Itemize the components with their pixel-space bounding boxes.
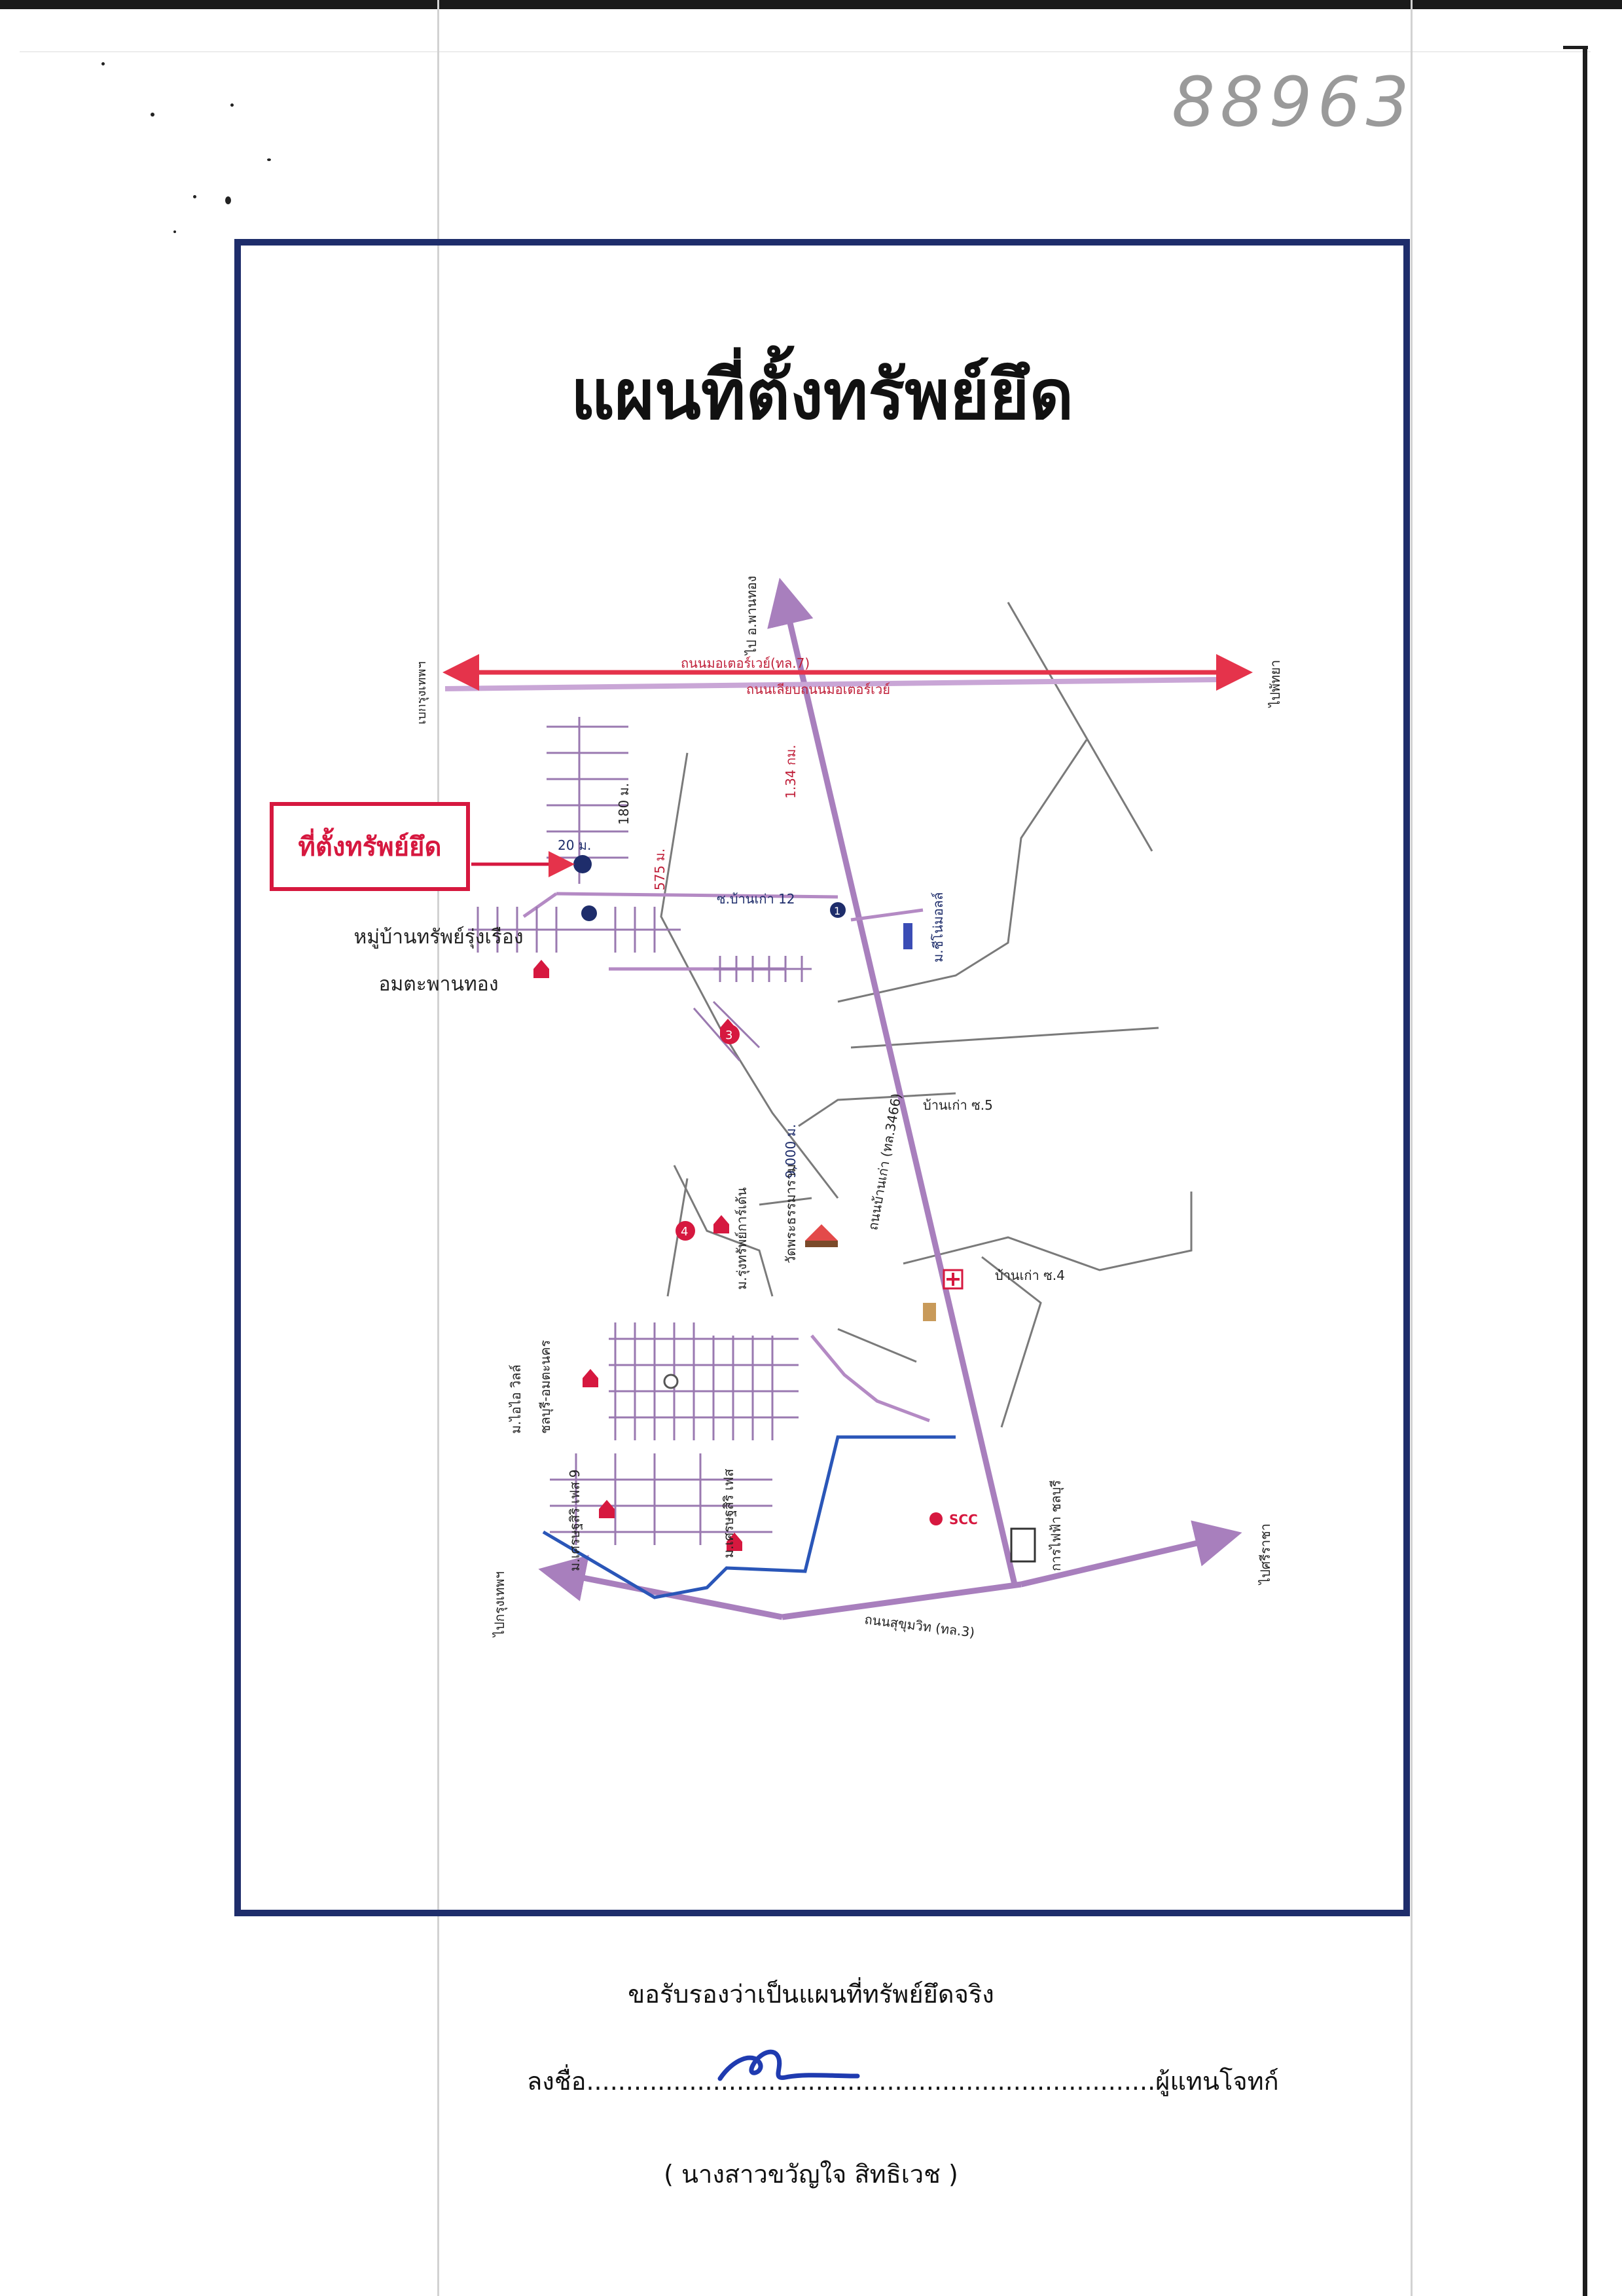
label-village-phase9: ม.เศรษฐสิริ เฟส 9 xyxy=(567,1469,583,1571)
label-motorway: ถนนมอเตอร์เวย์(ทล.7) xyxy=(681,655,810,671)
village-grid-top xyxy=(468,717,681,953)
scan-hairline xyxy=(20,51,1591,52)
scan-artifact-line xyxy=(1411,0,1413,2296)
label-sukhumvit: ถนนสุขุมวิท (ทล.3) xyxy=(863,1611,975,1641)
scan-artifact-line xyxy=(437,0,439,2296)
scan-right-edge-tick xyxy=(1563,46,1588,49)
label-pea: การไฟฟ้า ชลบุรี xyxy=(1048,1480,1064,1571)
scan-right-edge xyxy=(1583,46,1587,2296)
scan-speck xyxy=(267,158,271,161)
label-to-bangkok-bottom: ไปกรุงเทพฯ xyxy=(492,1571,508,1638)
label-dist-3: 180 ม. xyxy=(616,783,632,825)
house-icon xyxy=(720,1019,736,1037)
scan-speck xyxy=(230,103,234,107)
marker-label-4: 4 xyxy=(681,1225,688,1239)
signature-line: ลงชื่อ..................................… xyxy=(527,2061,1279,2101)
house-icon xyxy=(583,1369,598,1387)
label-soi-4: บ้านเก่า ซ.4 xyxy=(995,1267,1065,1283)
house-icon xyxy=(713,1215,729,1233)
label-dist-1: 1.34 กม. xyxy=(783,744,799,799)
label-to-sriracha: ไปศรีราชา xyxy=(1257,1523,1273,1586)
road-sukhumvit xyxy=(538,1520,1242,1620)
sign-prefix: ลงชื่อ xyxy=(527,2067,586,2096)
pin-ring xyxy=(663,1374,679,1389)
map-frame xyxy=(234,239,1410,1916)
signer-name: ( นางสาวขวัญใจ สิทธิเวช ) xyxy=(664,2160,958,2189)
label-village-pruksa: ม.รุ่งทรัพย์การ์เด้น xyxy=(734,1187,750,1290)
label-to-phanthong: ไป อ.พานทอง xyxy=(744,576,759,656)
scan-top-edge xyxy=(0,0,1622,9)
house-icon xyxy=(533,960,549,978)
canal xyxy=(542,1435,956,1599)
scan-speck xyxy=(101,62,105,65)
pea-icon xyxy=(1010,1527,1036,1563)
label-frontage: ถนนเลียบถนนมอเตอร์เวย์ xyxy=(746,682,890,697)
label-to-bangkok-top: ไปกรุงเทพฯ xyxy=(419,661,429,728)
building-icon xyxy=(903,923,912,949)
landmark-icons xyxy=(805,923,1036,1563)
label-village-chaiyo-sub: ชลบุรี-อมตะนคร xyxy=(537,1340,554,1434)
house-icon xyxy=(599,1500,615,1518)
label-village-phase: ม.เศรษฐสิริ เฟส xyxy=(721,1468,736,1558)
label-road-main: ถนนบ้านเก่า (ทล.3466) xyxy=(865,1092,904,1231)
thin-roads xyxy=(660,602,1193,1428)
scc-icon xyxy=(929,1512,943,1525)
scan-speck xyxy=(173,230,176,233)
market-icon xyxy=(923,1303,936,1321)
marker-label-3: 3 xyxy=(725,1029,732,1042)
label-village-amata: ม.ชีโน่มอลล์ xyxy=(930,892,946,962)
label-dist-2: 575 ม. xyxy=(652,848,668,890)
label-to-pattaya: ไปพัทยา xyxy=(1267,660,1283,708)
scan-speck xyxy=(225,196,231,204)
sign-dots: ........................................… xyxy=(586,2067,1156,2096)
label-dist-4: 20 ม. xyxy=(558,837,591,853)
label-village-chaiyo: ม.ไอไอ วิลล์ xyxy=(508,1364,524,1434)
document-number-stamp: 88963 xyxy=(1172,62,1415,142)
temple-icon xyxy=(805,1224,838,1241)
road-main-baankao xyxy=(767,577,1018,1586)
village-grid-middle xyxy=(693,956,812,1061)
marker-label-1: 1 xyxy=(834,905,840,917)
seized-property-callout: ที่ตั้งทรัพย์ยึด xyxy=(270,802,470,891)
certification-text: ขอรับรองว่าเป็นแผนที่ทรัพย์ยึดจริง xyxy=(628,1980,994,2009)
label-soi-5: บ้านเก่า ซ.5 xyxy=(923,1097,993,1113)
label-dist-5: 9,000 ม. xyxy=(783,1124,799,1178)
page-title: แผนที่ตั้งทรัพย์ยึด xyxy=(570,355,1074,435)
location-map: ถนนมอเตอร์เวย์(ทล.7) ถนนเลียบถนนมอเตอร์เ… xyxy=(419,576,1283,1641)
scan-speck xyxy=(151,113,154,117)
handwritten-signature xyxy=(717,2049,860,2081)
sign-suffix: ผู้แทนโจทก์ xyxy=(1155,2067,1279,2096)
village-sub-label: อมตะพานทอง xyxy=(378,973,499,996)
village-markers xyxy=(533,855,846,1551)
label-temple: วัดพระธรรมาราม xyxy=(783,1164,799,1264)
village-name-label: หมู่บ้านทรัพย์รุ่งเรือง xyxy=(353,926,524,949)
house-icon xyxy=(727,1533,742,1551)
scan-speck xyxy=(193,195,196,198)
label-soi-12: ซ.บ้านเก่า 12 xyxy=(717,891,795,907)
road-frontage xyxy=(444,677,1221,691)
label-scc: SCC xyxy=(949,1512,978,1527)
village-grid-bottom xyxy=(550,1322,799,1545)
